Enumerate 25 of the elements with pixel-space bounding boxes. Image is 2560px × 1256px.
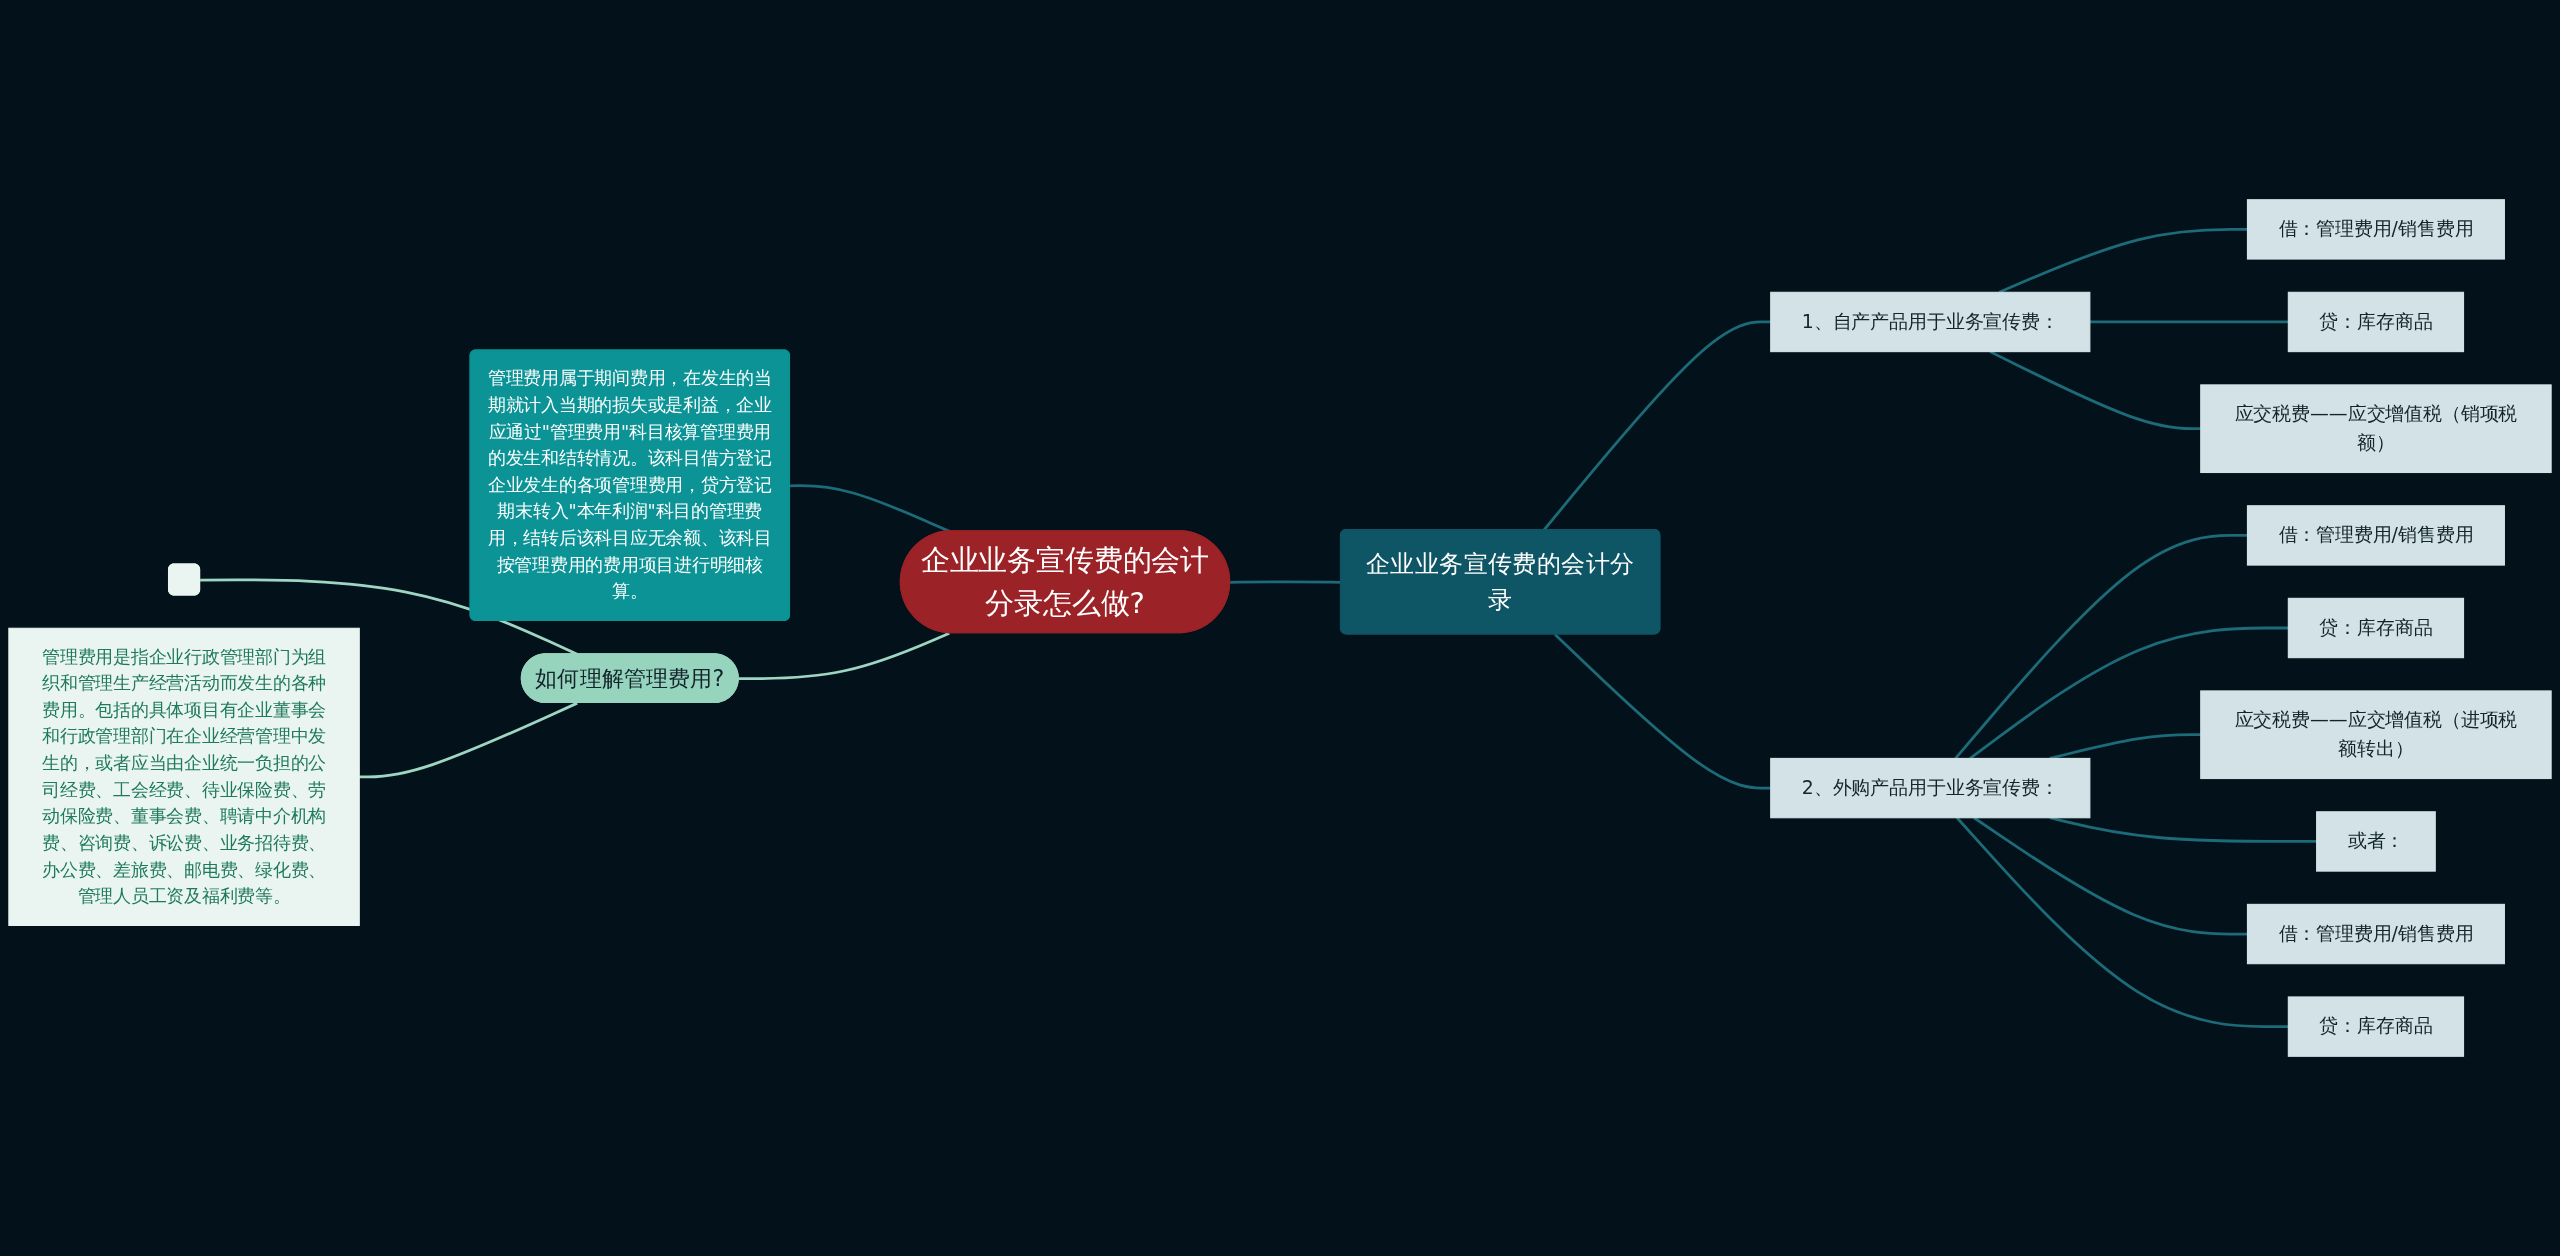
- connector: [1989, 350, 2201, 431]
- node-box: 贷：库存商品: [2287, 996, 2465, 1057]
- connector: [738, 631, 950, 681]
- node-box: 贷：库存商品: [2287, 291, 2465, 353]
- connector: [1973, 816, 2248, 936]
- node-box: 1、自产产品用于业务宣传费：: [1770, 291, 2091, 353]
- connector: [2049, 816, 2317, 843]
- connector: [2049, 733, 2201, 760]
- connector: [1998, 228, 2248, 294]
- connector: [790, 484, 950, 533]
- node-box: 应交税费——应交增值税（销项税额）: [2200, 384, 2552, 474]
- node-box: 贷：库存商品: [2287, 597, 2465, 659]
- node-box: 2、外购产品用于业务宣传费：: [1770, 757, 2091, 819]
- node-box: 应交税费——应交增值税（进项税额转出）: [2200, 690, 2552, 780]
- connector: [1969, 626, 2289, 760]
- connector: [1956, 816, 2289, 1028]
- connector: [1554, 633, 1771, 790]
- node-box: 或者：: [2316, 811, 2436, 872]
- connector: [2089, 320, 2289, 324]
- connector: [1954, 534, 2248, 760]
- connector: [359, 701, 578, 779]
- node-box: 借：管理费用/销售费用: [2246, 903, 2505, 965]
- node-box: 借：管理费用/销售费用: [2246, 505, 2505, 566]
- node-box: 管理费用是指企业行政管理部门为组织和管理生产经营活动而发生的各种费用。包括的具体项目有企业董事会和行政管理部门在企业经营管理中发生的，或者应当由企业统一负担的公司经费、工会经费、待业保险费、劳动保险费、董事会费、聘请中介机构费、咨询费、诉讼费、业务招待费、办公费、差旅费、邮电费、绿化费、管理人员工资及福利费等。: [8, 627, 360, 926]
- node-box: 借：管理费用/销售费用: [2246, 199, 2505, 260]
